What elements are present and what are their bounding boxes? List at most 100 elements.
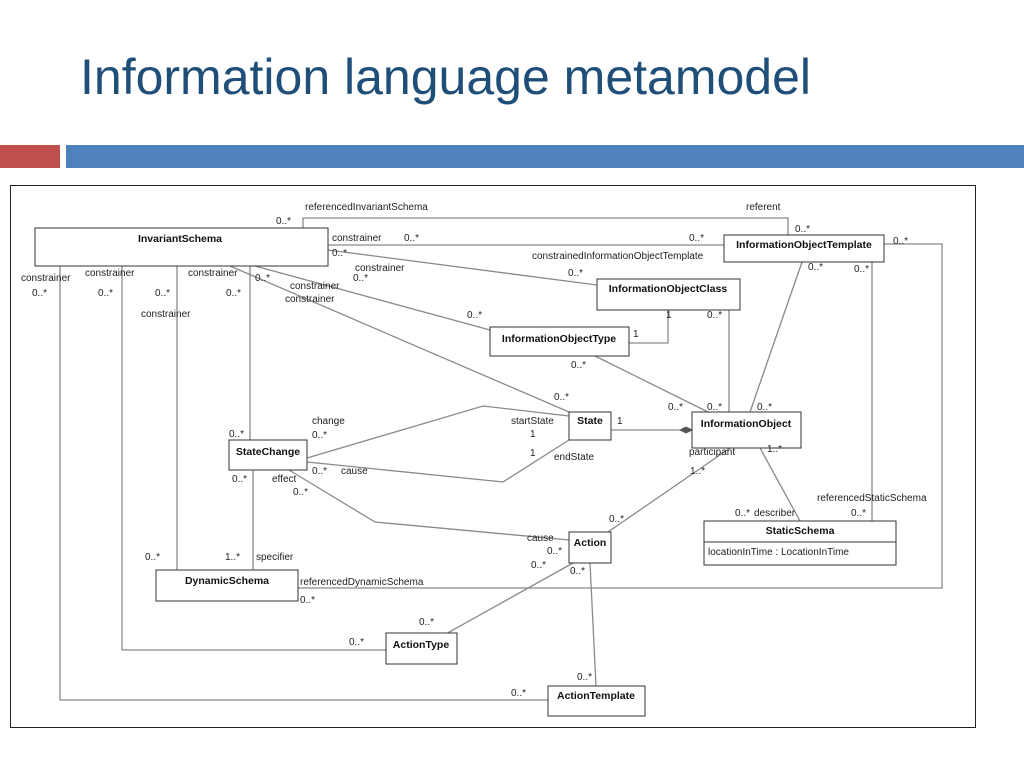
multiplicity-label: 1 <box>530 448 536 459</box>
multiplicity-label: 0..* <box>570 566 585 577</box>
role-label: describer <box>754 508 796 519</box>
class-name: InformationObjectClass <box>609 283 728 295</box>
role-label: referencedDynamicSchema <box>300 577 424 588</box>
role-label: cause <box>527 533 554 544</box>
edge-action-to-actiontemplate <box>589 562 597 687</box>
multiplicity-label: 0..* <box>404 233 419 244</box>
edge-template-to-object <box>749 261 803 413</box>
multiplicity-label: 0..* <box>609 514 624 525</box>
multiplicity-label: 0..* <box>531 560 546 571</box>
multiplicity-label: 1 <box>530 429 536 440</box>
multiplicity-label: 0..* <box>554 392 569 403</box>
multiplicity-label: 0..* <box>312 466 327 477</box>
multiplicity-label: 0..* <box>757 402 772 413</box>
multiplicity-label: 0..* <box>467 310 482 321</box>
edge-referenced-invariant-schema <box>302 217 789 235</box>
multiplicity-label: 0..* <box>668 402 683 413</box>
class-name: DynamicSchema <box>185 575 269 587</box>
multiplicity-label: 0..* <box>229 429 244 440</box>
multiplicity-label: 0..* <box>98 288 113 299</box>
edge-invariant-to-actiontype <box>121 266 386 651</box>
class-name: InformationObjectType <box>502 333 616 345</box>
multiplicity-label: 0..* <box>707 402 722 413</box>
class-dynamic-schema: DynamicSchema <box>155 569 299 602</box>
aggregation-diamond <box>678 426 694 434</box>
edge-action-to-actiontype <box>434 562 574 641</box>
class-name: InvariantSchema <box>138 233 222 245</box>
multiplicity-label: 0..* <box>808 262 823 273</box>
role-label: change <box>312 416 345 427</box>
edge-endstate <box>306 439 570 483</box>
role-label: referencedStaticSchema <box>817 493 927 504</box>
class-attribute: locationInTime : LocationInTime <box>708 547 849 558</box>
class-name: State <box>577 415 603 427</box>
role-label: cause <box>341 466 368 477</box>
class-information-object-class: InformationObjectClass <box>596 278 741 311</box>
multiplicity-label: 0..* <box>145 552 160 563</box>
multiplicity-label: 1..* <box>767 444 782 455</box>
multiplicity-label: 0..* <box>419 617 434 628</box>
multiplicity-label: 0..* <box>568 268 583 279</box>
class-name: ActionTemplate <box>557 690 635 702</box>
class-action-template: ActionTemplate <box>547 685 646 717</box>
edge-action-to-object <box>607 447 731 533</box>
class-action-type: ActionType <box>385 632 458 665</box>
multiplicity-label: 1..* <box>225 552 240 563</box>
multiplicity-label: 0..* <box>349 637 364 648</box>
multiplicity-label: 1..* <box>690 466 705 477</box>
multiplicity-label: 0..* <box>255 273 270 284</box>
multiplicity-label: 0..* <box>571 360 586 371</box>
class-action: Action <box>568 531 612 564</box>
role-label: constrainedInformationObjectTemplate <box>532 251 704 262</box>
role-label: constrainer <box>21 273 71 284</box>
multiplicity-label: 0..* <box>577 672 592 683</box>
edge-statechange-to-action <box>288 469 570 541</box>
role-label: constrainer <box>85 268 135 279</box>
edge-invariant-to-state <box>229 265 570 413</box>
class-name: StateChange <box>236 446 300 458</box>
multiplicity-label: 0..* <box>312 430 327 441</box>
class-name: Action <box>574 537 607 549</box>
role-label: constrainer <box>355 263 405 274</box>
multiplicity-label: 0..* <box>511 688 526 699</box>
class-invariant-schema: InvariantSchema <box>34 227 329 267</box>
multiplicity-label: 0..* <box>795 224 810 235</box>
multiplicity-label: 0..* <box>155 288 170 299</box>
edge-referenced-dynamic-schema <box>298 243 943 589</box>
associations <box>59 217 943 701</box>
role-label: constrainer <box>141 309 191 320</box>
class-static-schema: StaticSchema locationInTime : LocationIn… <box>703 520 897 566</box>
class-name: ActionType <box>393 639 450 651</box>
multiplicity-label: 1 <box>617 416 623 427</box>
role-label: constrainer <box>285 294 335 305</box>
multiplicity-label: 0..* <box>707 310 722 321</box>
multiplicity-label: 0..* <box>854 264 869 275</box>
multiplicity-label: 0..* <box>689 233 704 244</box>
multiplicity-label: 0..* <box>300 595 315 606</box>
role-label: specifier <box>256 552 294 563</box>
multiplicity-label: 0..* <box>32 288 47 299</box>
multiplicity-label: 0..* <box>547 546 562 557</box>
multiplicity-label: 0..* <box>293 487 308 498</box>
edge-startstate <box>306 405 570 459</box>
role-label: referencedInvariantSchema <box>305 202 428 213</box>
multiplicity-label: 0..* <box>232 474 247 485</box>
role-label: referent <box>746 202 781 213</box>
class-information-object-type: InformationObjectType <box>489 326 630 357</box>
multiplicity-label: 0..* <box>353 273 368 284</box>
edge-object-to-static <box>759 447 801 522</box>
accent-bar-red <box>0 145 60 168</box>
edge-type-to-object <box>594 355 709 413</box>
role-label: constrainer <box>188 268 238 279</box>
role-label: effect <box>272 474 296 485</box>
edge-invariant-to-type <box>254 265 491 331</box>
multiplicity-label: 0..* <box>893 236 908 247</box>
class-information-object-template: InformationObjectTemplate <box>723 234 885 263</box>
slide-title: Information language metamodel <box>80 49 812 105</box>
class-state: State <box>568 411 612 441</box>
multiplicity-label: 0..* <box>332 248 347 259</box>
class-information-object: InformationObject <box>691 411 802 449</box>
class-name: StaticSchema <box>766 525 835 537</box>
edge-invariant-to-actiontemplate <box>59 266 548 701</box>
